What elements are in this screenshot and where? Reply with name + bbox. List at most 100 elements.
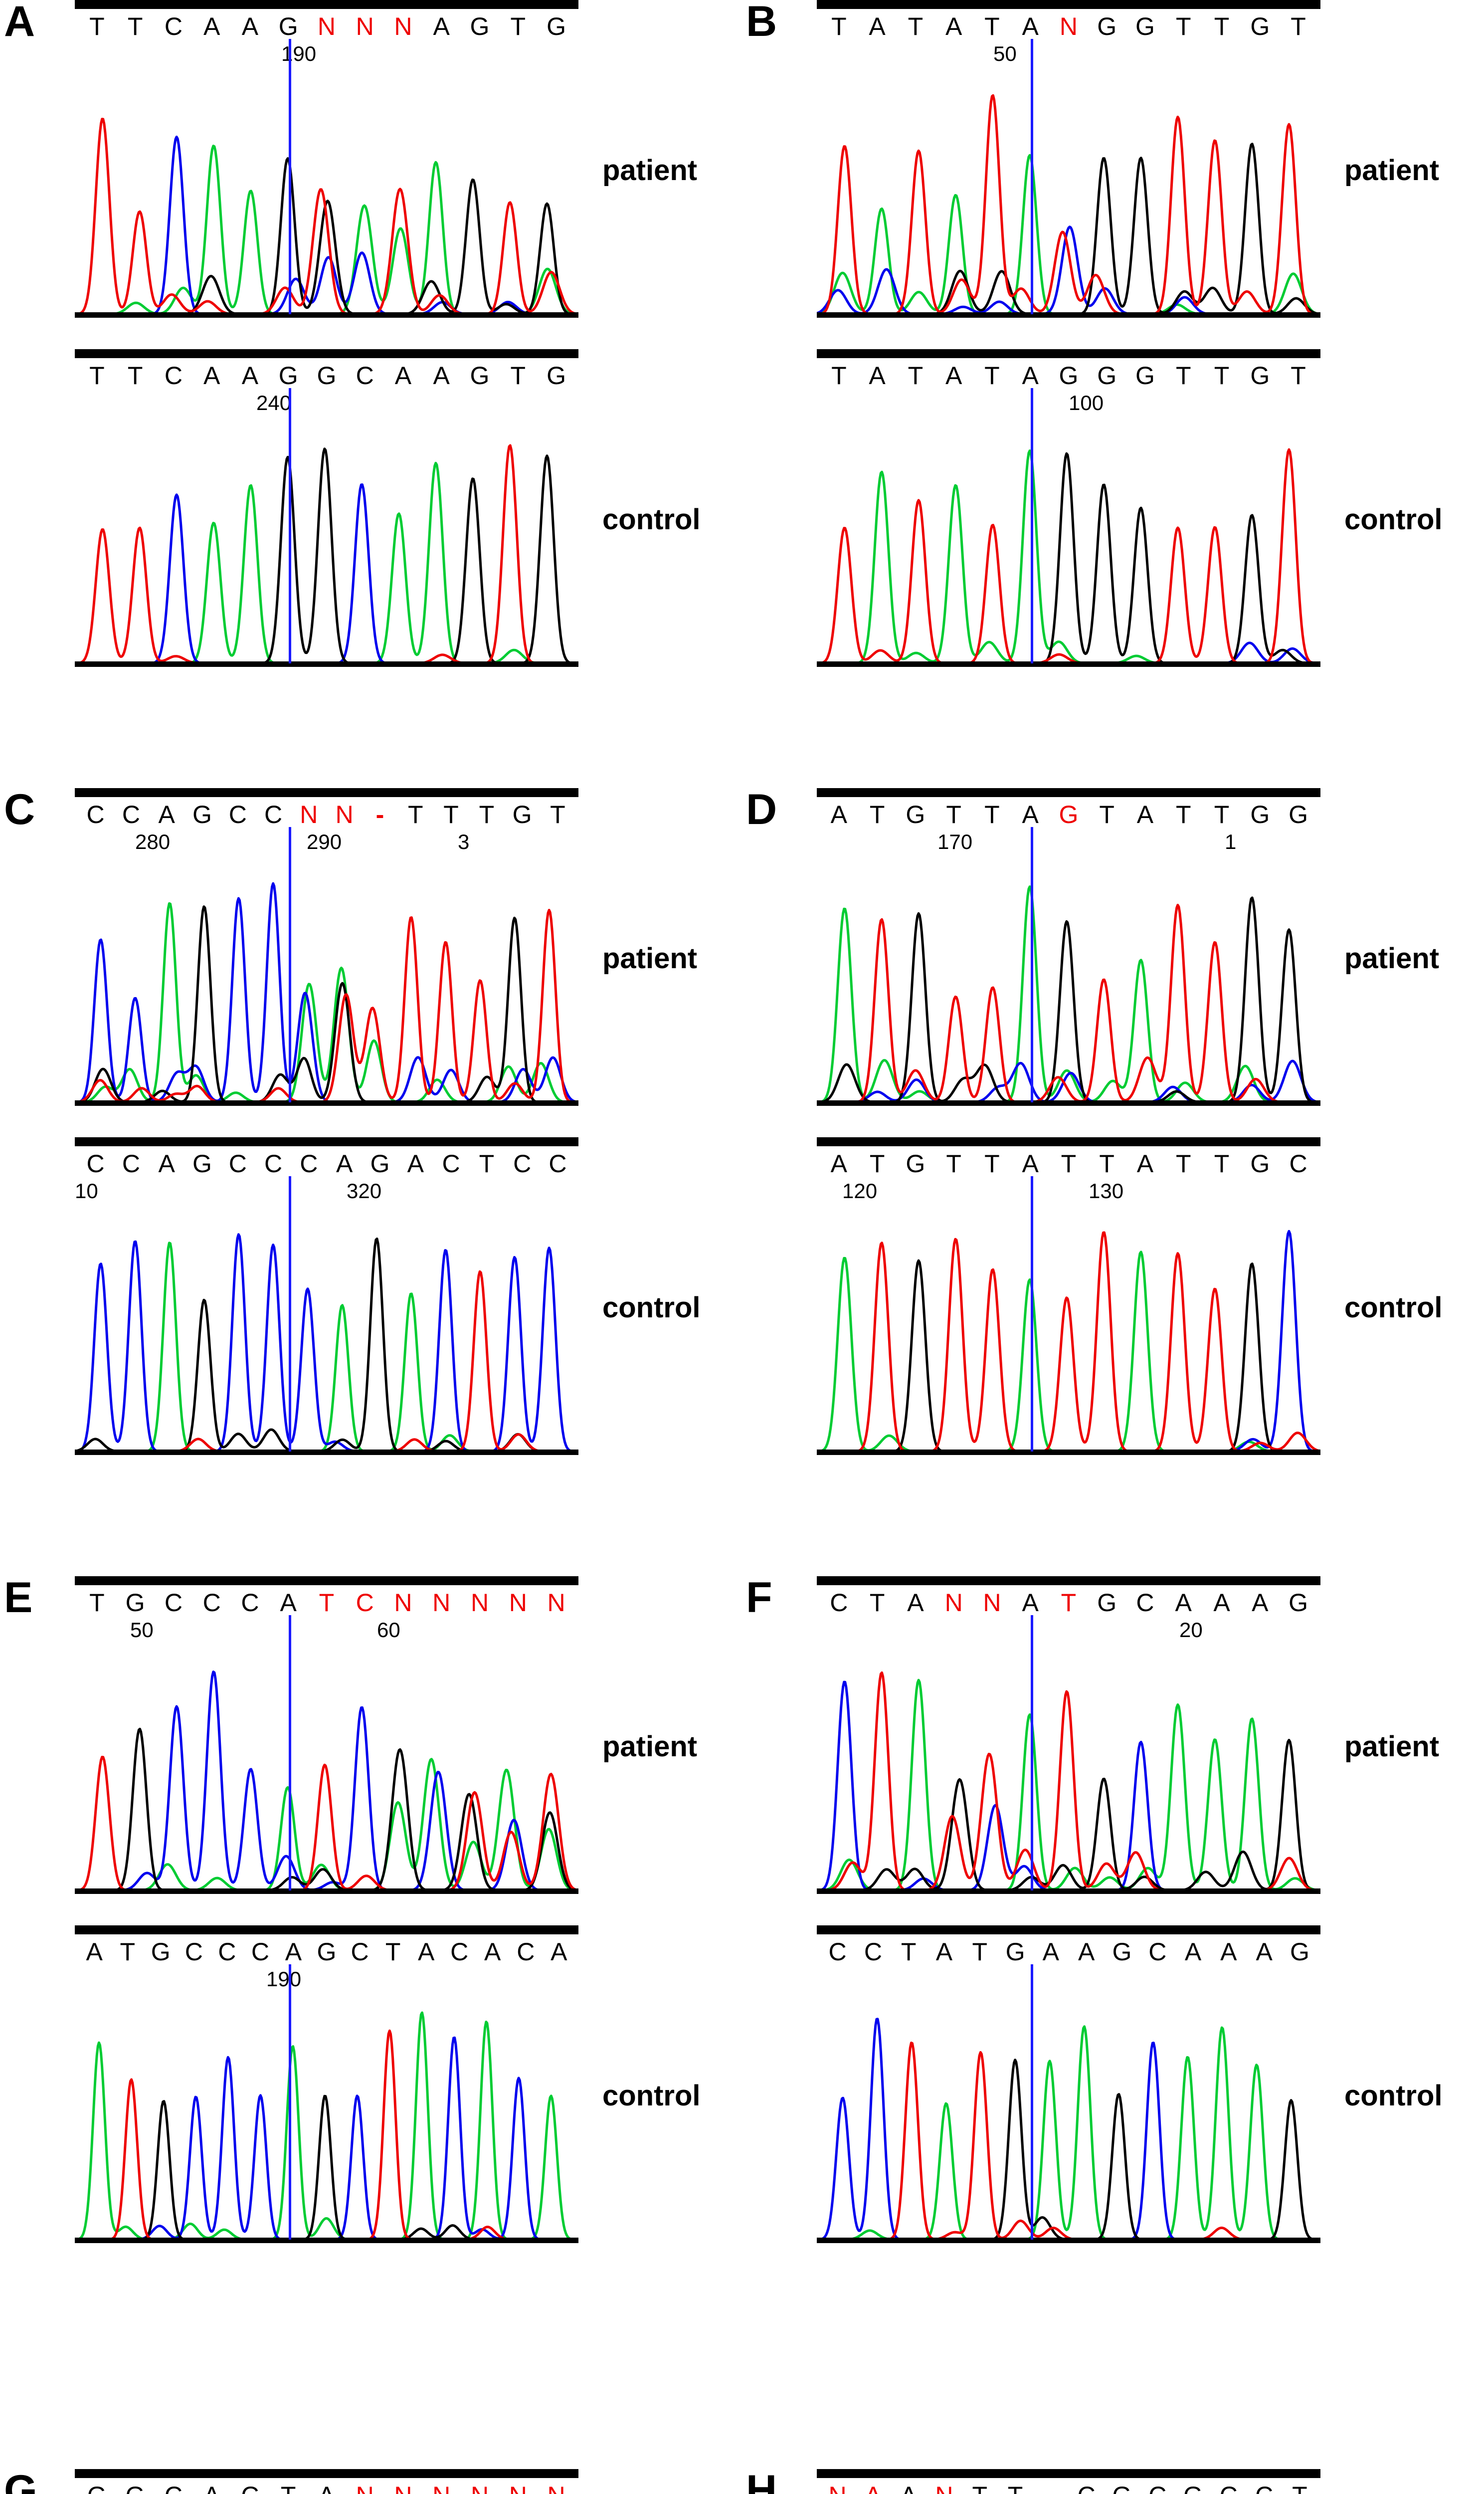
sequence-base: T	[89, 12, 105, 40]
sequence-base: C	[228, 801, 247, 829]
position-number: 320	[347, 1179, 382, 1203]
position-number: 3	[458, 830, 470, 853]
sequence-base: G	[192, 1150, 212, 1178]
variant-base: N	[820, 2482, 855, 2494]
chromatogram-baseline	[817, 1100, 1320, 1106]
variant-base: N	[346, 2482, 384, 2494]
sequence-base: G	[370, 1150, 390, 1178]
sequence-base: A	[869, 12, 886, 40]
sequence-base: A	[1213, 1589, 1230, 1617]
sequence-base: A	[308, 2482, 346, 2494]
sequence-base: C	[185, 1938, 203, 1966]
patient-chromatogram	[817, 75, 1320, 314]
sequence-ruler-bar	[817, 2469, 1320, 2478]
sequence-base: A	[945, 12, 962, 40]
sequence-base: C	[450, 1938, 469, 1966]
sequence-base: A	[1136, 801, 1154, 829]
sequence-base: T	[831, 362, 847, 390]
sequence-base: T	[972, 1938, 988, 1966]
sequence-base: T	[1099, 801, 1114, 829]
sequence-base: T	[443, 801, 459, 829]
sequence-base: G	[1250, 12, 1270, 40]
sequence-base: G	[278, 362, 298, 390]
sequence-base: A	[433, 362, 450, 390]
sequence-base: C	[1136, 1589, 1154, 1617]
sequence-base: A	[158, 801, 175, 829]
variant-marker-line	[289, 388, 291, 663]
sequence-base: G	[512, 801, 532, 829]
sequence-ruler-bar	[75, 349, 578, 358]
sequence-base: A	[830, 801, 848, 829]
sequence-base: A	[1220, 1938, 1237, 1966]
sequence-base: A	[1022, 801, 1039, 829]
sequence-base: A	[192, 2482, 231, 2494]
variant-base: N	[384, 2482, 422, 2494]
control-label: control	[602, 503, 701, 536]
variant-marker-line	[1031, 1176, 1033, 1452]
sequence-base: G	[151, 1938, 171, 1966]
sequence-base: C	[549, 1150, 567, 1178]
variant-base: N	[422, 2482, 461, 2494]
sequence-base: T	[831, 12, 847, 40]
sequence-base: T	[1291, 12, 1306, 40]
position-number: 50	[130, 1618, 154, 1642]
sequence-base: A	[1022, 1150, 1039, 1178]
panel-h: HNAANTT-CGCGCCT150patientTACTTCCGCGCCT40…	[742, 2469, 1484, 2494]
sequence-base: A	[551, 1938, 567, 1966]
sequence-base: G	[1135, 12, 1155, 40]
sequence-base: A	[1022, 12, 1039, 40]
sequence-base: T	[550, 801, 565, 829]
position-number: 280	[135, 830, 171, 853]
position-number: 240	[256, 391, 292, 415]
position-number: 170	[937, 830, 973, 853]
variant-base: A	[855, 2482, 891, 2494]
patient-sequence-row: NAANTT-CGCGCCT	[817, 2482, 1320, 2494]
sequence-base: C	[513, 1150, 532, 1178]
sequence-base: A	[1256, 1938, 1273, 1966]
sequence-base: G	[1289, 801, 1308, 829]
sequence-base: C	[264, 801, 283, 829]
sequence-base: T	[946, 1150, 961, 1178]
sequence-base: T	[479, 1150, 495, 1178]
sequence-base: T	[127, 12, 143, 40]
patient-label: patient	[602, 154, 698, 187]
sequence-base: G	[1097, 362, 1117, 390]
variant-base: N	[537, 2482, 575, 2494]
sequence-base: G	[1250, 1150, 1270, 1178]
sequence-base: A	[394, 362, 412, 390]
variant-marker-line	[289, 827, 291, 1102]
sequence-base: C	[122, 801, 140, 829]
panel-letter: C	[4, 786, 35, 833]
sequence-base: G	[1250, 362, 1270, 390]
variant-base: N	[394, 12, 412, 40]
sequence-base: T	[127, 362, 143, 390]
variant-base: N	[317, 12, 336, 40]
sequence-base: T	[1214, 1150, 1230, 1178]
variant-base: N	[470, 1589, 489, 1617]
sequence-base: T	[946, 801, 961, 829]
control-chromatogram	[75, 424, 578, 663]
sequence-base: G	[1097, 12, 1117, 40]
panel-letter: G	[4, 2467, 37, 2494]
sequence-base: T	[908, 12, 924, 40]
variant-marker-line	[1031, 39, 1033, 314]
control-label: control	[602, 1291, 701, 1324]
sequence-base: C	[1069, 2482, 1104, 2494]
patient-chromatogram	[75, 75, 578, 314]
sequence-base: G	[1250, 801, 1270, 829]
sequence-base: C	[218, 1938, 236, 1966]
chromatogram-baseline	[817, 312, 1320, 318]
sequence-base: T	[984, 1150, 1000, 1178]
patient-label: patient	[602, 942, 698, 975]
variant-base: N	[499, 2482, 537, 2494]
sequence-base: T	[120, 1938, 135, 1966]
variant-base: -	[375, 801, 384, 829]
